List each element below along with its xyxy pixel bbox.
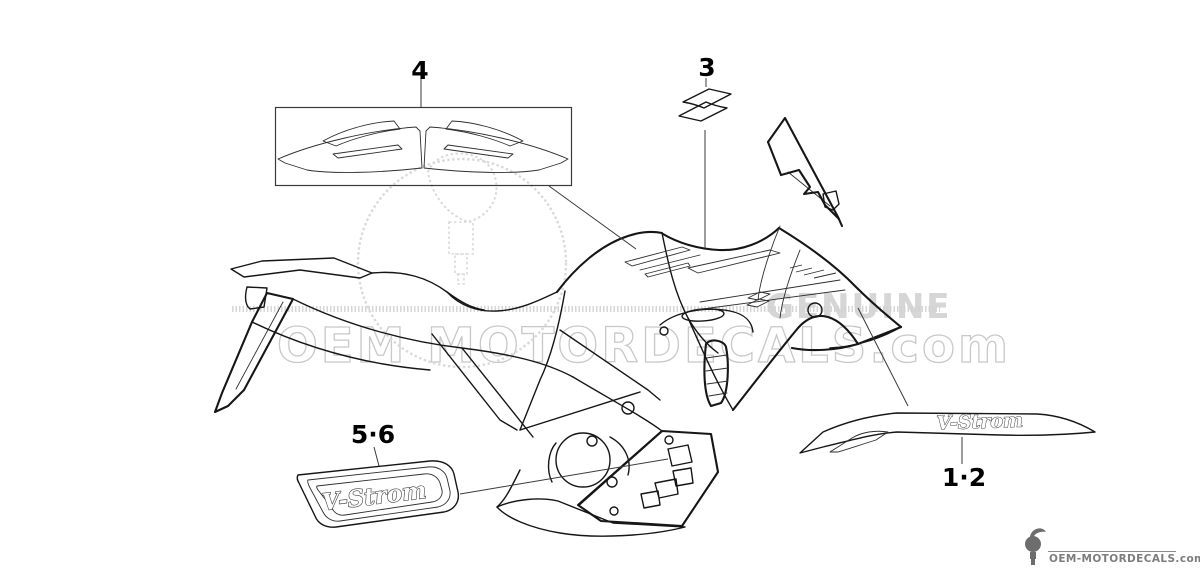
watermark-genuine-text: GENUINE: [766, 287, 952, 327]
vstrom-badge-decal: V-Strom: [296, 460, 460, 528]
callout-label-4: 4: [411, 56, 428, 85]
callout-label-3: 3: [698, 53, 715, 82]
callout-1-2-group: V-Strom 1·2: [799, 307, 1096, 492]
callout-label-5-6: 5·6: [351, 420, 395, 449]
leader-line-4b: [548, 185, 637, 250]
leader-line-1-2a: [857, 307, 909, 407]
spark-plug-icon: [1025, 528, 1046, 565]
footer-brand-text: OEM-MOTORDECALS.com: [1049, 553, 1200, 565]
leader-line-5-6a: [373, 446, 380, 467]
motorcycle-line-art: [213, 116, 903, 537]
watermark-dotted-band: [232, 306, 940, 312]
callout-3-group: 3: [678, 53, 732, 248]
callout-label-1-2: 1·2: [942, 463, 986, 492]
vstrom-stripe-decal: V-Strom: [799, 409, 1096, 454]
footer-divider: [1048, 551, 1176, 552]
vstrom-stripe-text: V-Strom: [936, 410, 1023, 435]
decal-4-box: [274, 106, 573, 187]
leader-line-5-6b: [459, 458, 669, 495]
decal-4-shapes: [277, 120, 569, 173]
footer-brand: OEM-MOTORDECALS.com: [1022, 524, 1200, 568]
callout-4-group: 4: [274, 56, 637, 250]
watermark-logo-icon: [356, 152, 568, 369]
suzuki-s-emblem: [678, 88, 732, 122]
